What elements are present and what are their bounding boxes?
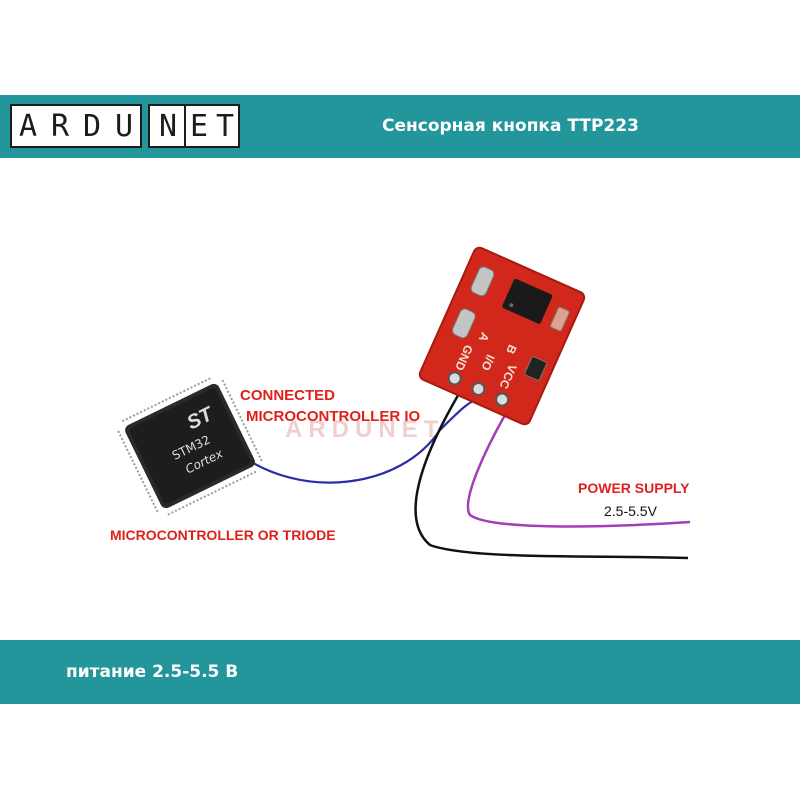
microcontroller-io-label: MICROCONTROLLER IO — [246, 408, 420, 425]
io-wire — [237, 394, 485, 484]
logo-letter: D — [82, 108, 102, 144]
microcontroller-label: MICROCONTROLLER OR TRIODE — [110, 527, 336, 543]
capacitor — [524, 356, 547, 381]
led — [550, 306, 570, 332]
connected-label: CONNECTED — [240, 387, 335, 404]
logo-letter: E — [189, 108, 209, 144]
pin-label-io: I/O — [478, 352, 497, 372]
footer-band: питание 2.5-5.5 В — [0, 640, 800, 704]
ttp223-module: A B GND I/O VCC — [418, 246, 586, 426]
power-supply-label: POWER SUPPLY — [578, 480, 690, 496]
voltage-label: 2.5-5.5V — [604, 503, 658, 519]
logo-letter: U — [114, 108, 134, 144]
logo-letter: R — [50, 108, 70, 144]
pad — [451, 308, 476, 339]
logo-mid: N — [148, 104, 188, 148]
pad — [470, 266, 495, 297]
logo-end: E T — [184, 104, 240, 148]
logo-letter: A — [18, 108, 38, 144]
logo: A R D U — [10, 104, 142, 148]
gnd-pin — [447, 371, 462, 386]
footer-text: питание 2.5-5.5 В — [66, 662, 239, 682]
logo-letter: T — [215, 108, 235, 144]
watermark: ARDUNET — [285, 416, 444, 443]
logo-letter: N — [158, 108, 178, 144]
microcontroller-chip: ST STM32 Cortex — [117, 376, 263, 516]
ttp223-ic — [502, 278, 553, 324]
vcc-pin — [495, 392, 510, 407]
gnd-wire — [414, 391, 689, 560]
page-title: Сенсорная кнопка TTP223 — [382, 116, 639, 136]
io-pin — [471, 381, 486, 396]
vcc-wire — [466, 402, 691, 528]
